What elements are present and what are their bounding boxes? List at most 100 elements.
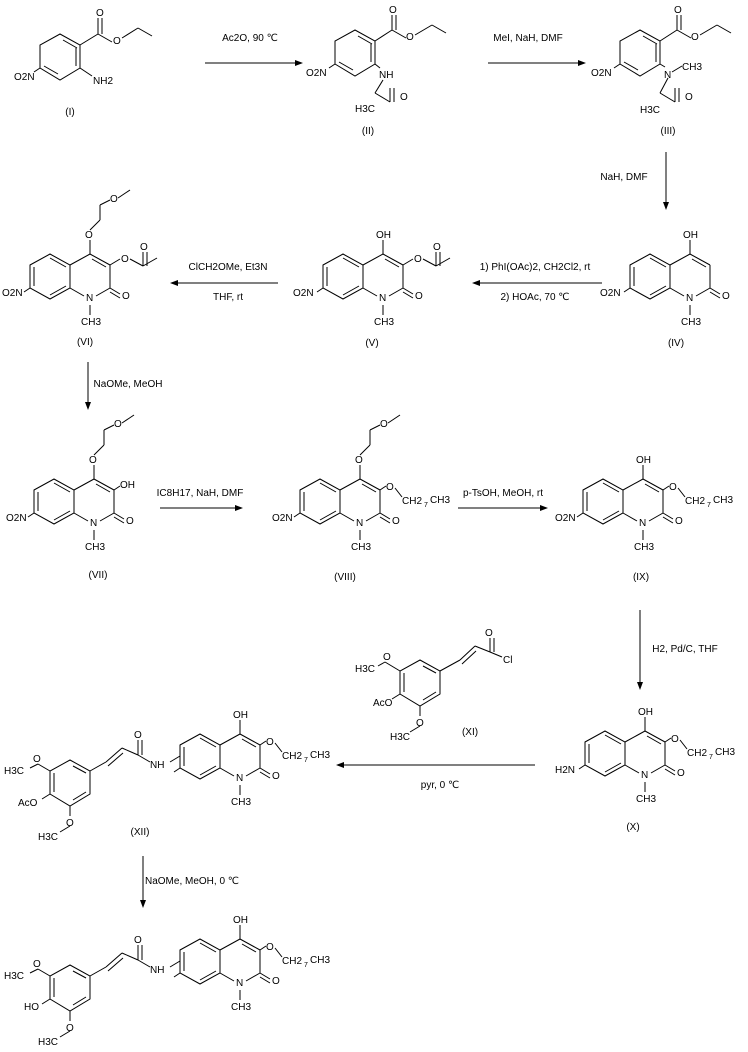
atom-h3c: H3C bbox=[355, 664, 375, 675]
atom-n: N bbox=[90, 518, 97, 529]
reagent-step-1: Ac2O, 90 ℃ bbox=[222, 33, 278, 44]
atom-o: O bbox=[266, 942, 274, 953]
compound-VIII: O O O CH2 7 CH3 N O CH3 O2N (VIII) bbox=[272, 414, 450, 583]
atom-o2n: O2N bbox=[2, 288, 23, 299]
atom-o: O bbox=[110, 194, 118, 205]
atom-ch3: CH3 bbox=[231, 1002, 251, 1013]
label-compound-IV: (IV) bbox=[668, 338, 684, 349]
label-compound-I: (I) bbox=[65, 107, 74, 118]
arrowhead-step-2 bbox=[578, 60, 586, 66]
reagent-step-8: p-TsOH, MeOH, rt bbox=[463, 488, 543, 499]
atom-o: O bbox=[66, 1023, 74, 1034]
arrowhead-step-6 bbox=[85, 402, 91, 410]
atom-n: N bbox=[641, 770, 648, 781]
compound-XI: O Cl O H3C AcO O H3C (XI) bbox=[355, 628, 512, 743]
compound-IX: OH O CH2 7 CH3 N O CH3 O2N (IX) bbox=[555, 455, 733, 583]
atom-ch2-chain: CH2 bbox=[685, 496, 705, 507]
label-compound-V: (V) bbox=[365, 338, 378, 349]
atom-h3c: H3C bbox=[4, 766, 24, 777]
reagent-step-7: IC8H17, NaH, DMF bbox=[157, 488, 244, 499]
atom-o: O bbox=[386, 482, 394, 493]
label-compound-VI: (VI) bbox=[77, 337, 93, 348]
atom-ch3: CH3 bbox=[310, 955, 330, 966]
compound-III: O O N CH3 O H3C O2N (III) bbox=[591, 5, 732, 137]
atom-o: O bbox=[433, 242, 441, 253]
atom-o2n: O2N bbox=[6, 513, 27, 524]
atom-o: O bbox=[114, 419, 122, 430]
atom-oh: OH bbox=[233, 710, 248, 721]
atom-nh: NH bbox=[379, 70, 393, 81]
atom-o: O bbox=[406, 32, 414, 43]
atom-o: O bbox=[416, 718, 424, 729]
atom-o: O bbox=[414, 254, 422, 265]
compound-XII: O NH O H3C AcO O H3C OH O CH2 7 CH3 N O … bbox=[4, 710, 330, 843]
atom-o: O bbox=[89, 455, 97, 466]
atom-o: O bbox=[140, 242, 148, 253]
label-compound-IX: (IX) bbox=[633, 572, 649, 583]
arrowhead-step-1 bbox=[295, 60, 303, 66]
atom-n: N bbox=[686, 293, 693, 304]
reagent-step-10: pyr, 0 ℃ bbox=[421, 780, 459, 791]
compound-X: OH O CH2 7 CH3 N O CH3 H2N (X) bbox=[555, 707, 735, 833]
reagent-step-2: MeI, NaH, DMF bbox=[493, 33, 562, 44]
atom-ch3: CH3 bbox=[351, 542, 371, 553]
label-compound-X: (X) bbox=[626, 822, 639, 833]
arrowhead-step-3 bbox=[663, 202, 669, 210]
chain-subscript: 7 bbox=[424, 502, 428, 509]
reagent-step-5-bottom: THF, rt bbox=[213, 292, 243, 303]
reagent-step-4-bottom: 2) HOAc, 70 ℃ bbox=[500, 292, 569, 303]
atom-o: O bbox=[485, 628, 493, 639]
label-compound-VIII: (VIII) bbox=[334, 572, 356, 583]
atom-ch3: CH3 bbox=[682, 62, 702, 73]
atom-oh: OH bbox=[233, 915, 248, 926]
label-compound-II: (II) bbox=[362, 126, 374, 137]
atom-ho: HO bbox=[24, 1002, 39, 1013]
atom-aco: AcO bbox=[373, 698, 393, 709]
atom-o: O bbox=[691, 32, 699, 43]
atom-o: O bbox=[415, 291, 423, 302]
reaction-arrows bbox=[85, 60, 669, 908]
atom-ch3: CH3 bbox=[634, 542, 654, 553]
reagent-labels: Ac2O, 90 ℃ MeI, NaH, DMF NaH, DMF 1) PhI… bbox=[94, 33, 718, 887]
chain-subscript: 7 bbox=[304, 962, 308, 969]
label-compound-VII: (VII) bbox=[89, 570, 108, 581]
atom-ch3: CH3 bbox=[715, 747, 735, 758]
chain-subscript: 7 bbox=[304, 757, 308, 764]
atom-o: O bbox=[122, 291, 130, 302]
atom-n: N bbox=[379, 293, 386, 304]
atom-oh: OH bbox=[120, 480, 135, 491]
label-compound-XI: (XI) bbox=[462, 727, 478, 738]
atom-o: O bbox=[66, 818, 74, 829]
atom-oh: OH bbox=[638, 707, 653, 718]
atom-h3c: H3C bbox=[38, 832, 58, 843]
arrowhead-step-9 bbox=[637, 682, 643, 690]
atom-n: N bbox=[236, 773, 243, 784]
atom-n: N bbox=[86, 293, 93, 304]
atom-nh2: NH2 bbox=[93, 76, 113, 87]
reagent-step-11: NaOMe, MeOH, 0 ℃ bbox=[145, 876, 239, 887]
arrowhead-step-4 bbox=[472, 280, 480, 286]
atom-o: O bbox=[671, 734, 679, 745]
atom-nh: NH bbox=[150, 965, 164, 976]
atom-ch3: CH3 bbox=[681, 317, 701, 328]
atom-o: O bbox=[355, 455, 363, 466]
atom-h3c: H3C bbox=[355, 104, 375, 115]
arrowhead-step-7 bbox=[235, 505, 243, 511]
atom-o: O bbox=[685, 92, 693, 103]
atom-ch3: CH3 bbox=[310, 750, 330, 761]
reagent-step-5-top: ClCH2OMe, Et3N bbox=[189, 262, 268, 273]
atom-ch3: CH3 bbox=[374, 317, 394, 328]
atom-o: O bbox=[96, 8, 104, 19]
reagent-step-4-top: 1) PhI(OAc)2, CH2Cl2, rt bbox=[480, 262, 591, 273]
atom-h3c: H3C bbox=[38, 1037, 58, 1048]
arrowhead-step-5 bbox=[170, 280, 178, 286]
atom-o: O bbox=[113, 36, 121, 47]
atom-h2n: H2N bbox=[555, 765, 575, 776]
atom-h3c: H3C bbox=[4, 971, 24, 982]
atom-o: O bbox=[126, 516, 134, 527]
compound-VII: O O OH N O CH3 O2N (VII) bbox=[6, 414, 135, 581]
atom-ch2-chain: CH2 bbox=[402, 496, 422, 507]
reagent-step-6: NaOMe, MeOH bbox=[94, 379, 163, 390]
atom-n: N bbox=[664, 70, 671, 81]
